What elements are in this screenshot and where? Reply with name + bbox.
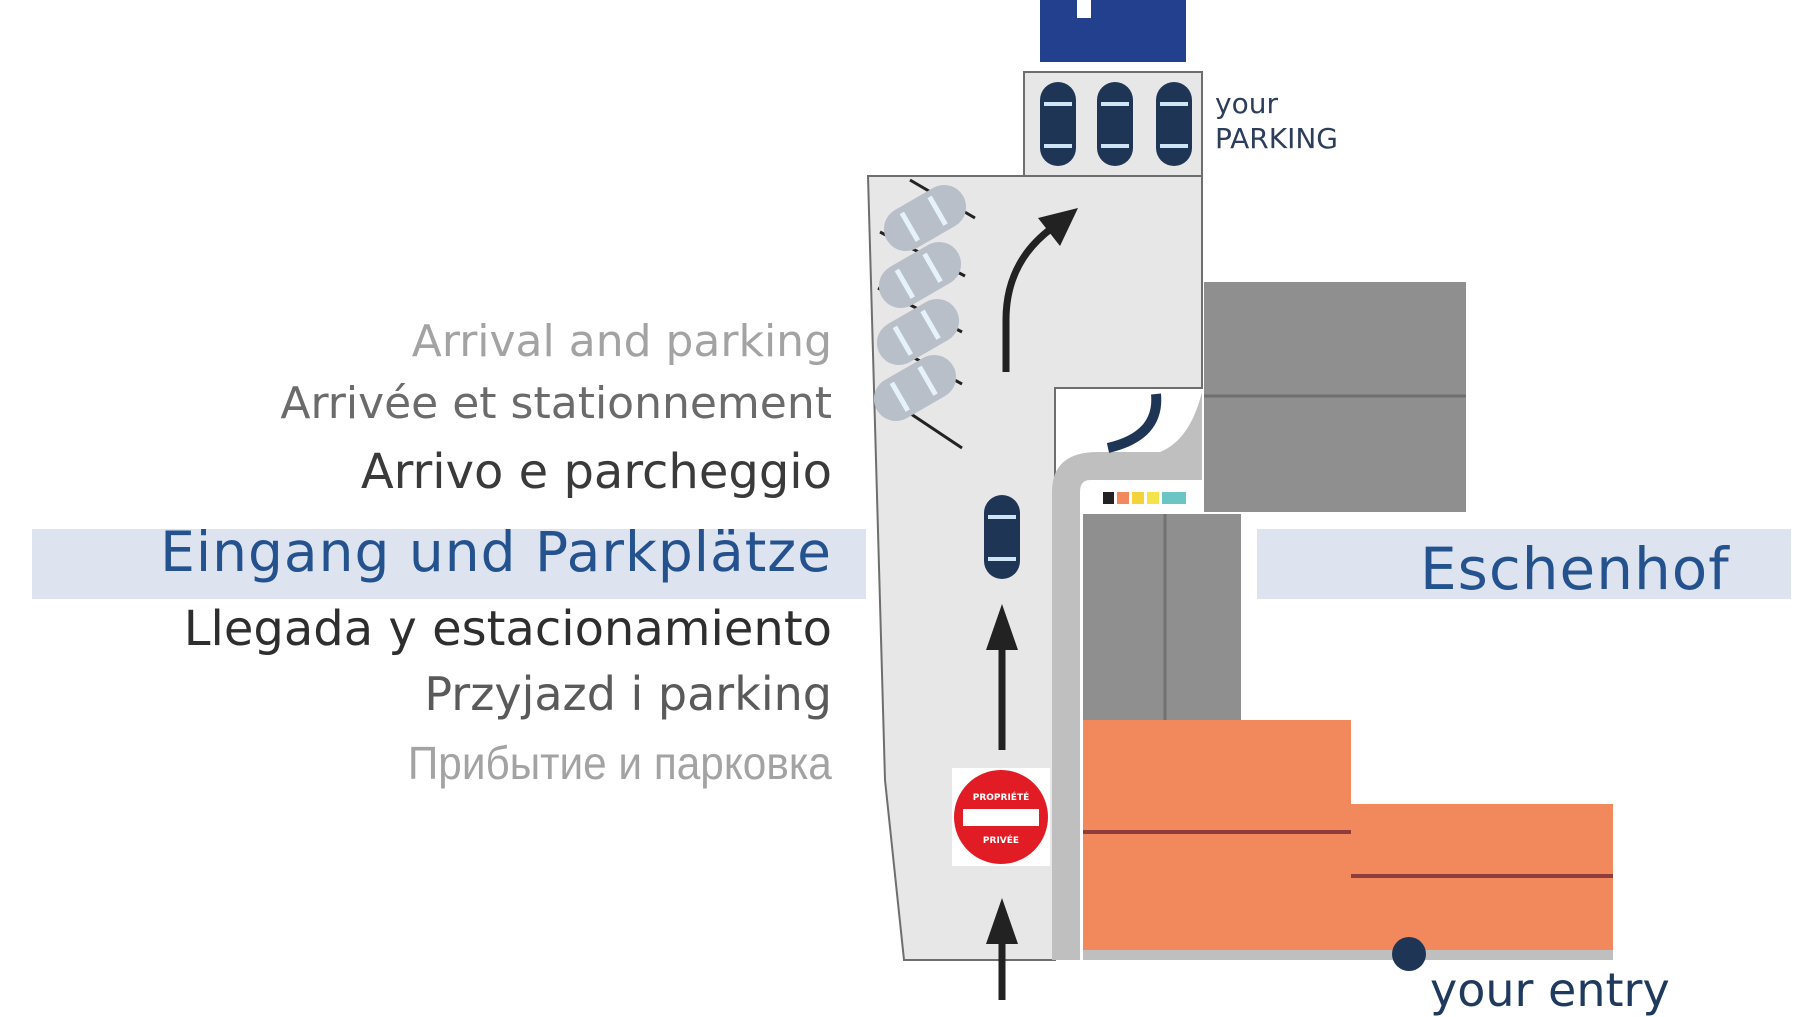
direction-arrow-icon bbox=[986, 898, 1018, 1000]
direction-arrow-icon bbox=[1002, 208, 1078, 372]
direction-arrow-icon bbox=[986, 604, 1018, 750]
title-french: Arrivée et stationnement bbox=[280, 378, 832, 429]
grey-building bbox=[1083, 282, 1466, 720]
parking-label-line2: PARKING bbox=[1215, 122, 1338, 155]
car-icon bbox=[1040, 82, 1076, 166]
hotel-name-band bbox=[1257, 529, 1791, 599]
sign-top-text: PROPRIÉTÉ bbox=[973, 791, 1030, 803]
title-spanish: Llegada y estacionamiento bbox=[183, 601, 832, 657]
sign-bottom-text: PRIVÉE bbox=[983, 834, 1019, 846]
title-italian: Arrivo e parcheggio bbox=[360, 444, 832, 500]
title-english: Arrival and parking bbox=[411, 316, 832, 367]
parking-sign-icon bbox=[1040, 0, 1186, 62]
parking-label: your PARKING bbox=[1215, 86, 1338, 156]
parking-area bbox=[1023, 71, 1203, 177]
orange-building bbox=[1083, 720, 1613, 960]
hotel-name: Eschenhof bbox=[1420, 535, 1730, 603]
car-icon bbox=[1097, 82, 1133, 166]
title-polish: Przyjazd i parking bbox=[424, 667, 832, 721]
no-entry-sign-icon: PROPRIÉTÉ PRIVÉE bbox=[952, 768, 1050, 866]
car-icon bbox=[1156, 82, 1192, 166]
diagonal-parking bbox=[865, 176, 976, 450]
entry-label: your entry bbox=[1430, 963, 1670, 1017]
title-german: Eingang und Parkplätze bbox=[160, 520, 832, 584]
title-russian: Прибытие и парковка bbox=[408, 737, 832, 789]
car-icon bbox=[984, 495, 1020, 579]
courtyard-curve bbox=[1052, 392, 1202, 960]
title-highlight-band bbox=[32, 529, 866, 599]
entry-point-icon bbox=[1392, 937, 1426, 971]
parking-label-line1: your bbox=[1215, 87, 1278, 120]
